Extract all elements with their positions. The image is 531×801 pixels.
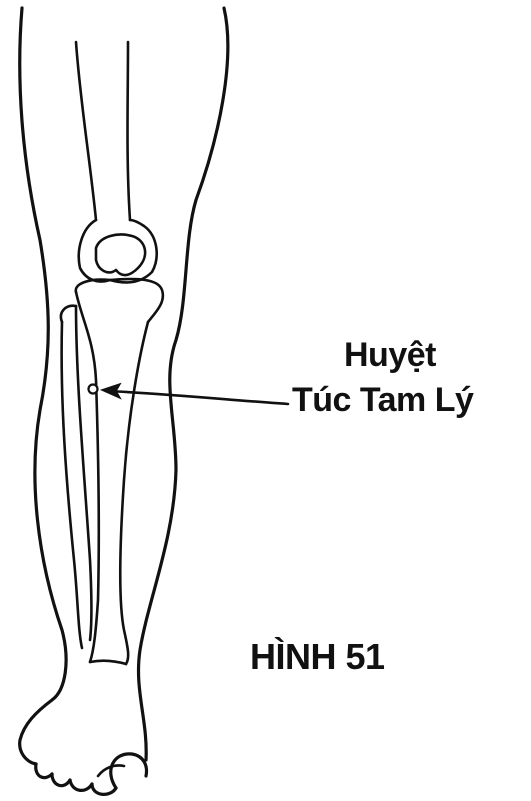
tibia-left-edge [76,292,99,662]
tibia-distal-end [90,661,126,664]
femur-right-edge [128,42,131,220]
fibula-inner-edge [76,306,92,640]
leg-outer-left-contour [20,8,66,700]
femur-left-edge [76,42,96,220]
acupoint-label-line1: Huyệt [344,336,436,375]
toe-4 [92,784,116,794]
fibula-head [61,306,76,322]
tibial-plateau [76,279,163,322]
pointer-line [108,391,288,404]
leg-outer-right-contour [138,8,227,760]
toe-3 [70,780,92,790]
figure-caption: HÌNH 51 [250,636,385,678]
toe-1 [36,764,52,778]
fibula-outer-edge [62,322,82,648]
foot-outline [20,700,52,764]
toe-5 [111,754,147,788]
toe-2 [52,774,70,786]
tibia-right-edge [120,322,148,664]
patella [96,235,145,276]
acupoint-marker [89,385,98,394]
acupoint-label-line2: Túc Tam Lý [292,381,473,420]
